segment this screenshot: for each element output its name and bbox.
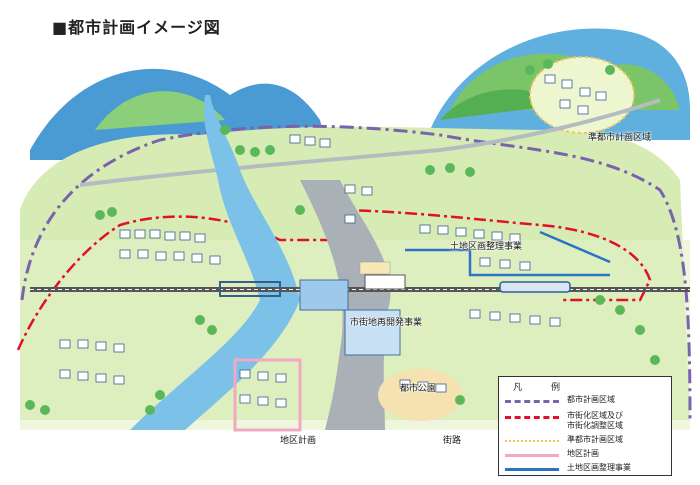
page-title: ■都市計画イメージ図 xyxy=(52,18,221,37)
land-readjust-boundary xyxy=(405,248,610,277)
house-cluster xyxy=(59,74,607,408)
legend-item-district-plan: 地区計画 xyxy=(505,449,599,459)
river xyxy=(130,95,300,430)
legend: 凡 例 都市計画区域 市街化区域及び 市街化調整区域 準都市計画区域 地区計画 … xyxy=(498,376,672,476)
legend-swatch-quasi-area xyxy=(505,440,559,442)
legend-swatch-planning-area xyxy=(505,400,559,403)
highway xyxy=(79,98,661,187)
train xyxy=(499,281,571,293)
station-plaza xyxy=(359,261,391,275)
park-label: 都市公園 xyxy=(400,384,437,394)
redevelopment-block xyxy=(344,309,401,356)
street-label: 街路 xyxy=(443,436,462,446)
district-plan-label: 地区計画 xyxy=(280,436,317,446)
legend-swatch-urbanization xyxy=(505,416,559,419)
redevelopment-label: 市街地再開発事業 xyxy=(350,318,423,328)
legend-swatch-land-readjust xyxy=(505,468,559,471)
rail-bridge xyxy=(219,281,281,297)
legend-item-urbanization: 市街化区域及び 市街化調整区域 xyxy=(505,411,623,431)
legend-header: 凡 例 xyxy=(513,383,571,393)
left-hill xyxy=(95,91,225,130)
park-area xyxy=(378,369,462,421)
central-tower xyxy=(299,279,349,311)
legend-swatch-district-plan xyxy=(505,454,559,457)
station xyxy=(364,274,406,290)
land-readjustment-label: 土地区画整理事業 xyxy=(450,242,523,252)
district-plan-area xyxy=(233,358,302,432)
trees xyxy=(25,59,660,415)
legend-item-quasi-area: 準都市計画区域 xyxy=(505,435,623,445)
legend-item-planning-area: 都市計画区域 xyxy=(505,395,615,405)
quasi-planning-area-label: 準都市計画区域 xyxy=(588,133,652,143)
legend-item-land-readjust: 土地区画整理事業 xyxy=(505,463,631,473)
planning-area-boundary xyxy=(20,124,692,421)
